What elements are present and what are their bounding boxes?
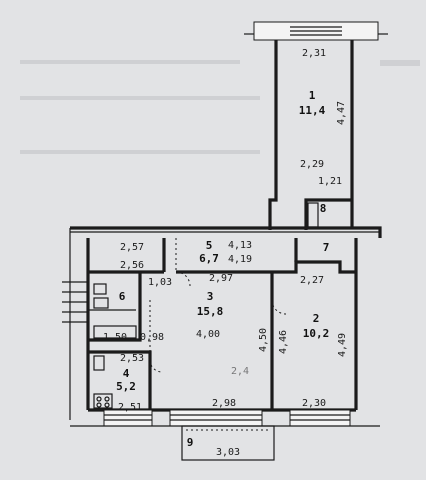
top-outer-wall	[70, 226, 382, 238]
step-wall	[304, 198, 352, 230]
room-2-number: 2	[313, 312, 320, 325]
dim-room3-top: 2,97	[209, 273, 233, 284]
background-text-smudge	[20, 60, 240, 64]
dim-corridor-top-right: 4,13	[228, 240, 252, 251]
room-3-number: 3	[207, 290, 214, 303]
dim-room4-top: 2,53	[120, 353, 144, 364]
room-6-number: 6	[119, 290, 126, 303]
stove-burner	[96, 396, 102, 402]
dim-room4-bottom: 2,51	[118, 402, 142, 413]
bath-block-wall	[88, 272, 142, 342]
background-text-smudge	[20, 96, 260, 100]
door-swing	[175, 271, 191, 287]
bathtub-fixture	[93, 325, 137, 339]
dim-bath-side: 0,98	[140, 332, 164, 343]
dim-room3-right: 4,50	[258, 328, 269, 352]
room-1-area: 11,4	[299, 104, 326, 117]
background-text-smudge	[20, 150, 260, 154]
dim-room3-bottom: 2,98	[212, 398, 236, 409]
bottom-windows	[70, 409, 380, 461]
dim-top-width: 2,31	[302, 48, 326, 59]
dim-room3-inner: 4,00	[196, 329, 220, 340]
room-1-left-wall	[268, 40, 278, 230]
room-5-number: 5	[206, 239, 213, 252]
dim-room1-right: 4,47	[336, 101, 347, 125]
room-2-area: 10,2	[303, 327, 330, 340]
room-5-area: 6,7	[199, 252, 219, 265]
window-room-2	[289, 409, 351, 427]
dim-corridor-bottom-right: 4,19	[228, 254, 252, 265]
kitchen-sink-fixture	[93, 355, 105, 371]
dim-corridor-top-left: 2,57	[120, 242, 144, 253]
dim-balcony-bottom: 3,03	[216, 447, 240, 458]
window-room-3	[169, 409, 263, 427]
corridor-wall-right	[176, 260, 356, 274]
dim-room1-lower: 2,29	[300, 159, 324, 170]
dim-small: 1,03	[148, 277, 172, 288]
stove-burner	[96, 402, 102, 408]
door-swing	[271, 299, 287, 315]
stove-fixture	[93, 393, 113, 409]
dim-corridor-bottom-left: 2,56	[120, 260, 144, 271]
door-swing	[149, 359, 163, 373]
room-4-number: 4	[123, 367, 130, 380]
dim-room2-left: 4,46	[278, 330, 289, 354]
toilet-fixture	[93, 297, 109, 309]
room-4-area: 5,2	[116, 380, 136, 393]
dim-room2-right: 4,49	[337, 333, 348, 357]
dim-step: 1,21	[318, 176, 342, 187]
stove-burner	[104, 402, 110, 408]
room-1-number: 1	[309, 89, 316, 102]
room-3-area: 15,8	[197, 305, 224, 318]
room-7-number: 7	[323, 241, 330, 254]
dim-room2-top: 2,27	[300, 275, 324, 286]
background-text-smudge	[380, 60, 420, 66]
room-1-walls	[244, 21, 388, 230]
dim-room2-bottom: 2,30	[302, 398, 326, 409]
room-9-number: 9	[187, 436, 194, 449]
dim-room3-faint: 2,4	[231, 366, 249, 377]
room-9-balcony	[181, 425, 275, 461]
dim-bath-width: 1,50	[103, 332, 127, 343]
stove-burner	[104, 396, 110, 402]
sink-fixture	[93, 283, 107, 295]
room-8-number: 8	[320, 202, 327, 215]
